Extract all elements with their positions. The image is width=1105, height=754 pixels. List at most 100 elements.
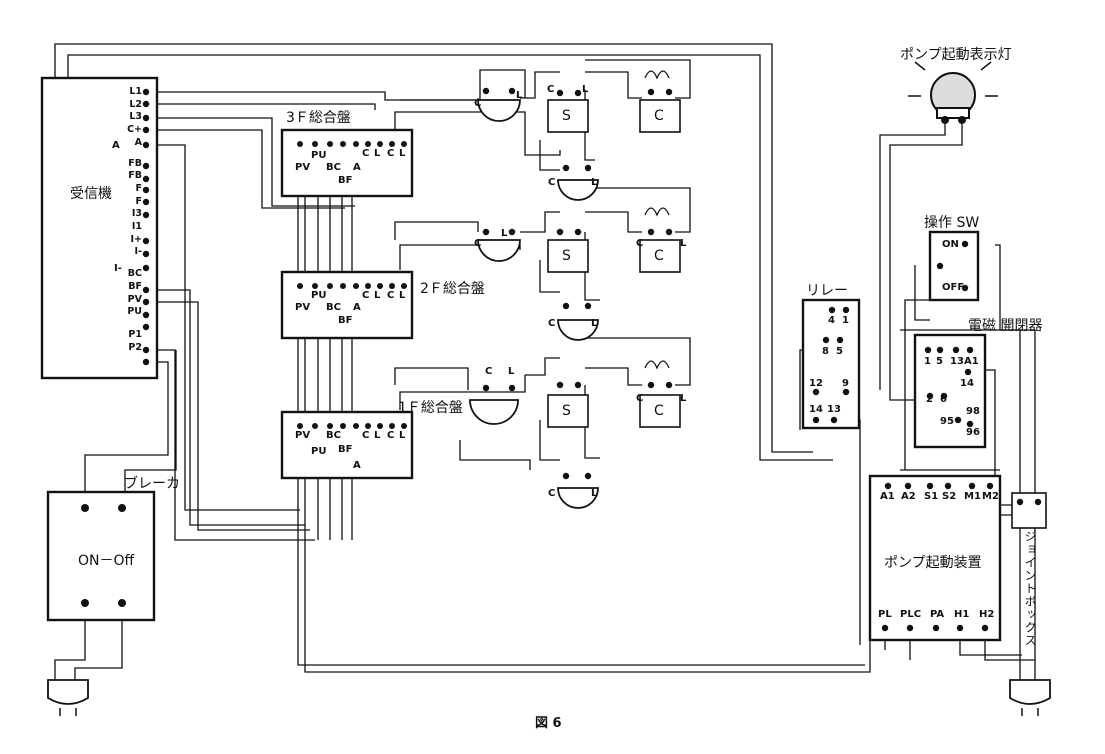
device-l-label: L bbox=[516, 90, 523, 101]
operation-switch-on[interactable]: ON bbox=[942, 239, 959, 250]
panel-label: PU bbox=[311, 290, 327, 301]
detector-c-label: C bbox=[654, 403, 664, 419]
detector-c-label: C bbox=[654, 248, 664, 264]
device-terminals bbox=[482, 87, 673, 480]
device-l-label: L bbox=[680, 393, 687, 404]
panel-2f-box bbox=[280, 270, 414, 340]
device-c-label: C bbox=[474, 238, 482, 249]
relay-pin: 9 bbox=[842, 378, 849, 389]
contactor-pin: 2 bbox=[926, 394, 933, 405]
breaker-switch-label[interactable]: ON－Off bbox=[78, 553, 135, 569]
switch-s-box bbox=[547, 239, 589, 273]
relay-pin: 1 bbox=[842, 315, 849, 326]
junction-box-rect bbox=[1011, 492, 1047, 529]
detector-c-box bbox=[639, 99, 681, 133]
switch-s-box bbox=[547, 99, 589, 133]
receiver-side-label-i: I- bbox=[114, 263, 122, 274]
device-l-label: L bbox=[501, 228, 508, 239]
contactor-pin: 96 bbox=[966, 427, 980, 438]
panel-label: C bbox=[387, 290, 395, 301]
bell-icon bbox=[469, 399, 519, 425]
contactor-pin: 13 bbox=[950, 356, 964, 367]
bell-icon bbox=[477, 239, 521, 262]
panel-label: C bbox=[362, 290, 370, 301]
device-l-label: L bbox=[582, 84, 589, 95]
panel-label: PV bbox=[295, 162, 311, 173]
panel-label: BF bbox=[338, 315, 353, 326]
pump-starter-box bbox=[868, 474, 1002, 642]
relay-box bbox=[801, 298, 861, 430]
panel-3f-box bbox=[280, 128, 414, 198]
panel-label: L bbox=[399, 430, 406, 441]
pump-starter-title: ポンプ起動装置 bbox=[884, 555, 982, 571]
device-c-label: C bbox=[485, 366, 493, 377]
pump-starter-terminal: A2 bbox=[901, 491, 916, 502]
relay-title: リレー bbox=[806, 283, 848, 299]
panel-label: L bbox=[399, 290, 406, 301]
plug-icon bbox=[1009, 679, 1051, 716]
relay-terminals bbox=[812, 306, 850, 424]
pump-starter-terminal: PA bbox=[930, 609, 945, 620]
contactor-pin: 14 bbox=[960, 378, 974, 389]
panel-1f-box bbox=[280, 410, 414, 480]
panel-3f-title: 3Ｆ総合盤 bbox=[286, 110, 351, 126]
panel-label: L bbox=[374, 290, 381, 301]
panel-label: BC bbox=[326, 430, 341, 441]
device-c-label: C bbox=[636, 238, 644, 249]
breaker-box bbox=[46, 490, 156, 622]
device-c-label: C bbox=[474, 98, 482, 109]
panel-label: C bbox=[362, 430, 370, 441]
right-terminals bbox=[881, 240, 1042, 632]
bell-icon bbox=[557, 319, 599, 341]
pump-starter-terminal: M1 bbox=[964, 491, 981, 502]
panel-label: A bbox=[353, 162, 361, 173]
device-c-label: C bbox=[548, 318, 556, 329]
panel-label: BC bbox=[326, 162, 341, 173]
indicator-lamp-icon bbox=[908, 61, 998, 124]
receiver-terminals bbox=[142, 88, 150, 366]
panel-label: PV bbox=[295, 430, 311, 441]
device-l-label: L bbox=[591, 318, 598, 329]
device-l-label: L bbox=[508, 366, 515, 377]
contactor-pin: 6 bbox=[940, 394, 947, 405]
contactor-pin: 98 bbox=[966, 406, 980, 417]
switch-s-label: S bbox=[562, 403, 571, 419]
panel-label: C bbox=[362, 148, 370, 159]
panel-label: PU bbox=[311, 446, 327, 457]
receiver-title: 受信機 bbox=[70, 186, 112, 202]
pump-starter-terminal: S2 bbox=[942, 491, 957, 502]
panel-label: BF bbox=[338, 175, 353, 186]
panel-label: C bbox=[387, 430, 395, 441]
device-l-label: L bbox=[591, 488, 598, 499]
panel-label: BF bbox=[338, 444, 353, 455]
detector-head-icon bbox=[644, 360, 670, 370]
relay-pin: 12 bbox=[809, 378, 823, 389]
panel-label: PU bbox=[311, 150, 327, 161]
plug-icon bbox=[47, 679, 89, 716]
relay-pin: 4 bbox=[828, 315, 835, 326]
detector-c-box bbox=[639, 239, 681, 273]
bell-icon bbox=[557, 179, 599, 201]
device-c-label: C bbox=[547, 84, 555, 95]
indicator-lamp-title: ポンプ起動表示灯 bbox=[900, 47, 1012, 63]
breaker-terminals bbox=[81, 504, 126, 607]
pump-starter-terminal: H1 bbox=[954, 609, 970, 620]
panel-label: PV bbox=[295, 302, 311, 313]
panel-label: C bbox=[387, 148, 395, 159]
panel-terminals bbox=[297, 141, 407, 429]
panel-label: L bbox=[399, 148, 406, 159]
pump-starter-terminal: M2 bbox=[982, 491, 999, 502]
receiver-side-label-a: A bbox=[112, 140, 120, 151]
detector-c-label: C bbox=[654, 108, 664, 124]
panel-label: L bbox=[374, 430, 381, 441]
bell-icon bbox=[477, 99, 521, 122]
device-c-label: C bbox=[548, 488, 556, 499]
detector-c-box bbox=[639, 394, 681, 428]
switch-s-label: S bbox=[562, 108, 571, 124]
operation-switch-off[interactable]: OFF bbox=[942, 282, 965, 293]
contactor-pin: 5 bbox=[936, 356, 943, 367]
relay-pin: 5 bbox=[836, 346, 843, 357]
contactor-pin: A1 bbox=[964, 356, 979, 367]
breaker-title: ブレーカ bbox=[124, 476, 180, 492]
